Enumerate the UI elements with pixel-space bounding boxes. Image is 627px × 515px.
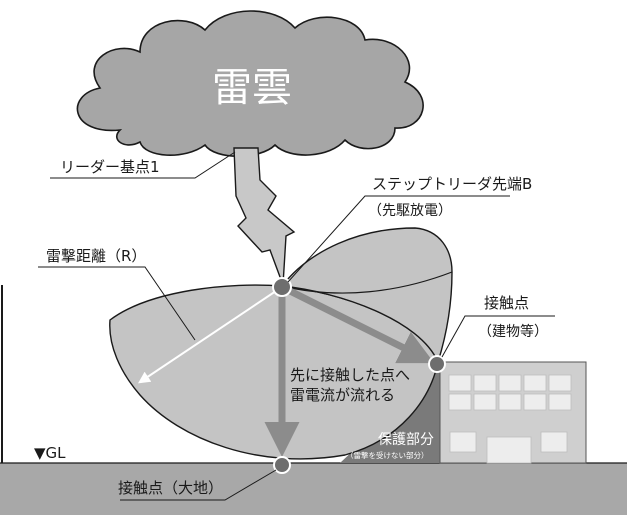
leader-line-ground	[120, 469, 277, 501]
label-current-flow-2: 雷電流が流れる	[290, 386, 396, 404]
label-strike-distance: 雷撃距離（R）	[46, 247, 147, 265]
protected-zone	[340, 365, 440, 463]
thundercloud	[76, 10, 424, 158]
building	[439, 361, 587, 464]
label-protected-zone-note: （雷撃を受けない部分）	[346, 451, 429, 460]
label-step-leader-note: （先駆放電）	[368, 203, 452, 219]
label-protected-zone: 保護部分	[378, 432, 434, 448]
label-leader-base: リーダー基点1	[60, 158, 160, 176]
label-current-flow-1: 先に接触した点へ	[290, 366, 411, 384]
leader-tip-point	[272, 277, 292, 297]
label-contact-building-note: （建物等）	[478, 324, 548, 340]
sphere-seam	[281, 271, 453, 294]
building-contact-point	[428, 355, 446, 373]
leader-line-base	[50, 151, 236, 179]
label-step-leader-tip: ステップトリーダ先端B	[372, 175, 533, 193]
arrow-to-building	[280, 283, 435, 364]
strike-sphere-lower	[109, 284, 439, 460]
label-ground-level: ▼GL	[34, 444, 66, 462]
lightning-bolt	[233, 147, 296, 286]
ground	[0, 463, 627, 515]
cloud-label: 雷雲	[212, 65, 292, 111]
label-contact-building: 接触点	[484, 294, 530, 312]
leader-line-tip	[287, 195, 510, 283]
leader-line-building	[441, 315, 555, 358]
radius-arrow	[138, 286, 283, 384]
ground-contact-point	[273, 456, 291, 474]
leader-line-distance	[38, 266, 196, 341]
label-contact-ground: 接触点（大地）	[118, 479, 224, 497]
